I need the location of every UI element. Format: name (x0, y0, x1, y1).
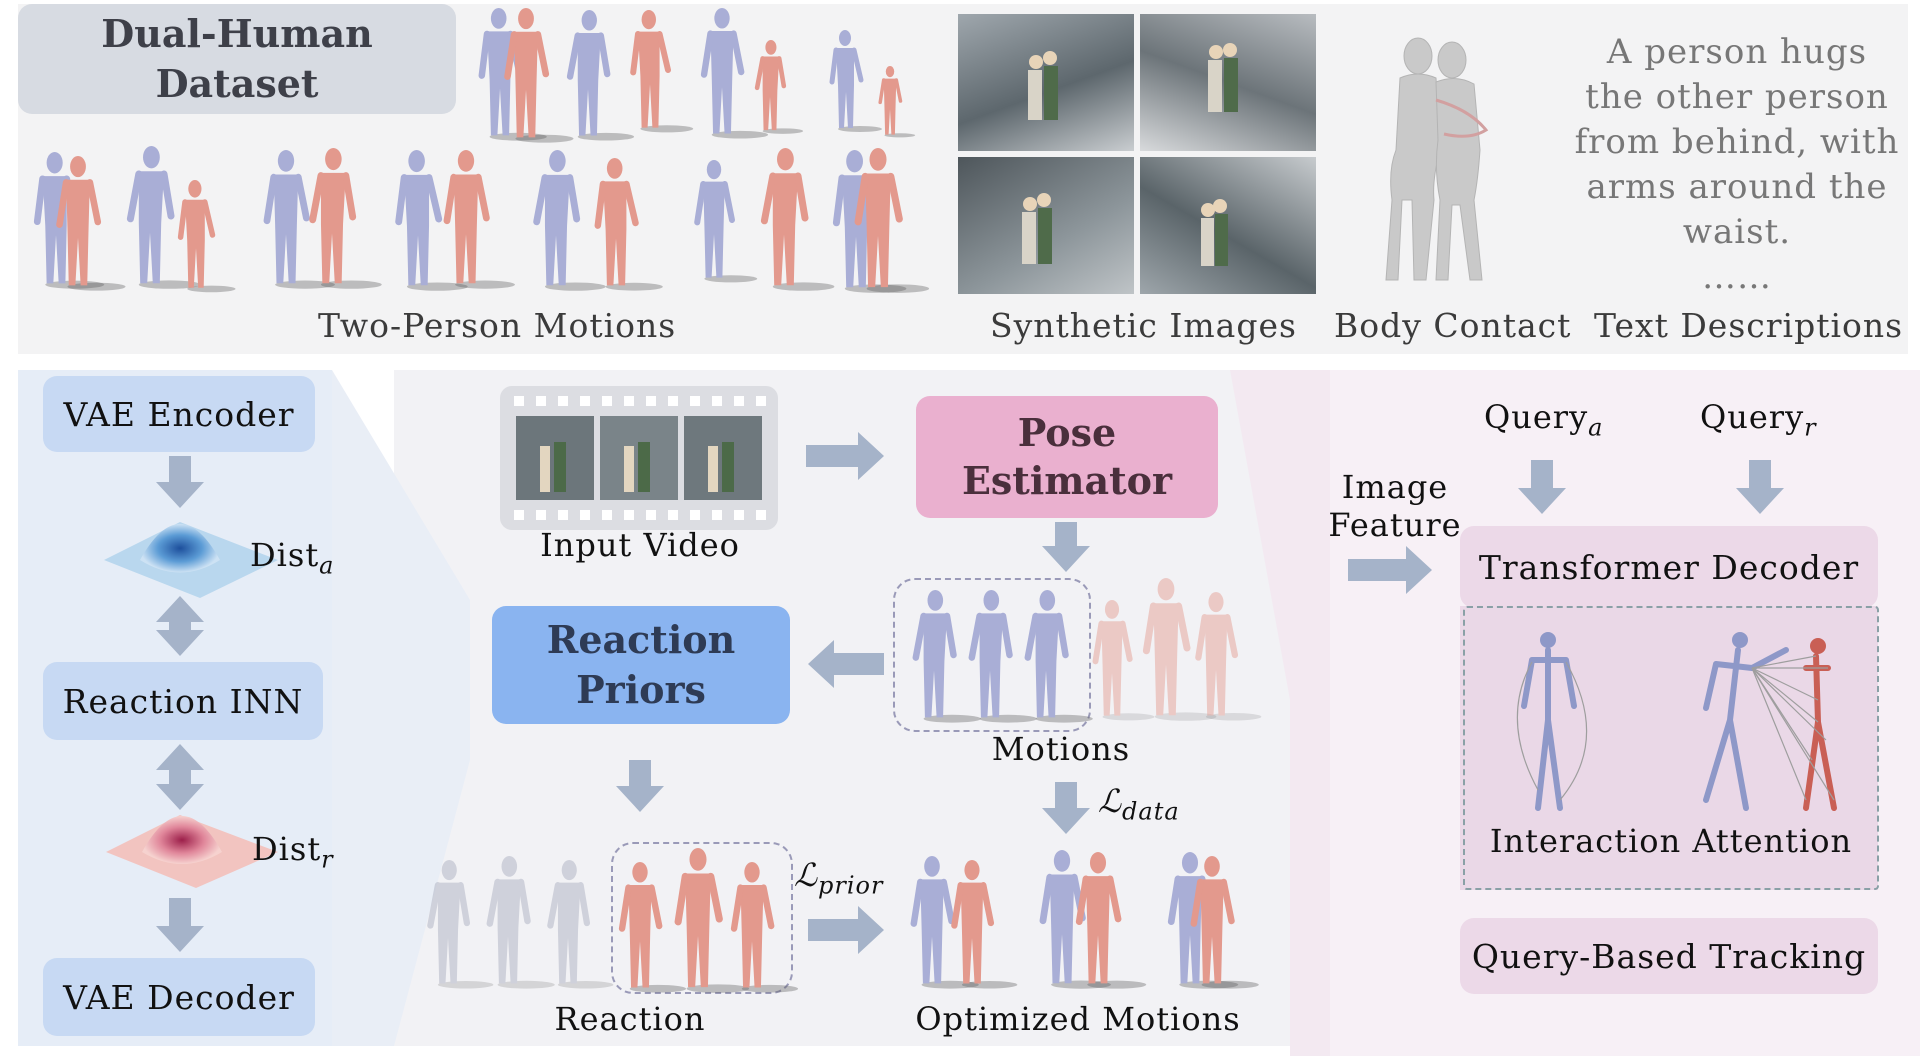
arrow-pose-to-motions (1042, 522, 1090, 572)
label-body-contact: Body Contact (1334, 306, 1572, 345)
reaction-figure-2 (674, 848, 750, 993)
bottom-figure-8 (443, 150, 515, 289)
image-feature-label: Image Feature (1328, 468, 1462, 544)
bottom-figure-14 (854, 148, 930, 293)
text-description: A person hugs the other person from behi… (1574, 30, 1900, 300)
arrow-inn-dist-r-up (156, 744, 204, 777)
vae-encoder-box: VAE Encoder (43, 376, 315, 452)
synthetic-image-people (1022, 43, 1238, 266)
arrow-dist-a-inn-down (156, 626, 204, 656)
motions-highlight-dashed (893, 578, 1091, 732)
top-figure-7 (829, 30, 882, 132)
motion-actor-2 (968, 590, 1037, 723)
motion-reactor-2 (1142, 578, 1217, 721)
reaction-highlight-dashed (611, 842, 793, 994)
bottom-figure-10 (594, 158, 663, 291)
label-two-person-motions: Two-Person Motions (318, 306, 677, 345)
transformer-decoder-box: Transformer Decoder (1460, 526, 1878, 608)
label-synthetic-images: Synthetic Images (990, 306, 1297, 345)
motion-actor-1 (912, 590, 981, 723)
reaction-ghost-2 (486, 856, 555, 989)
top-figure-5 (700, 8, 769, 139)
arrow-reaction-to-optimized (808, 906, 884, 954)
motion-actor-3 (1024, 590, 1093, 723)
bottom-figure-9 (533, 150, 606, 291)
top-figure-3 (566, 10, 635, 141)
arrow-dist-a-inn-up (156, 596, 204, 626)
bottom-figure-6 (309, 148, 382, 289)
top-figure-8 (878, 66, 916, 138)
optimized-figure-1 (910, 856, 979, 989)
arrow-query-a-down (1518, 460, 1566, 514)
interaction-attention-label: Interaction Attention (1489, 822, 1853, 860)
top-figure-6 (754, 40, 804, 134)
motions-label: Motions (991, 730, 1131, 768)
input-video-filmstrip (500, 386, 778, 530)
optimized-motions-label: Optimized Motions (915, 1000, 1241, 1038)
bottom-figure-12 (760, 148, 835, 291)
bottom-figure-11 (694, 160, 758, 283)
arrow-video-to-pose (806, 432, 884, 480)
motion-reactor-1 (1092, 600, 1155, 721)
optimized-figure-6 (1190, 856, 1259, 989)
query-a-label: Querya (1484, 398, 1604, 442)
top-figure-4 (630, 10, 694, 133)
query-based-tracking-box: Query-Based Tracking (1460, 918, 1878, 994)
bottom-figure-3 (126, 146, 201, 289)
filmstrip-frames (514, 396, 766, 520)
arrow-query-r-down (1736, 460, 1784, 514)
reaction-inn-box: Reaction INN (43, 662, 323, 740)
arrow-encoder-to-dist-a (156, 456, 204, 508)
reaction-figure-3 (730, 862, 799, 993)
dist-a-label: Dista (250, 536, 335, 580)
vae-decoder-box: VAE Decoder (43, 958, 315, 1036)
bottom-figure-2 (56, 156, 126, 291)
reaction-figure-1 (618, 862, 687, 993)
reaction-priors-box: Reaction Priors (492, 606, 790, 724)
arrow-dist-r-to-decoder (156, 898, 204, 952)
interaction-attention-area (1460, 606, 1878, 890)
reaction-label: Reaction (554, 1000, 706, 1038)
loss-prior-label: ℒprior (794, 856, 884, 900)
interaction-attention-dashed (1463, 606, 1879, 890)
arrow-motions-to-optimized (1042, 782, 1090, 834)
arrow-priors-to-reaction (616, 760, 664, 812)
optimized-figure-4 (1075, 852, 1147, 989)
pose-estimator-box: Pose Estimator (916, 396, 1218, 518)
bottom-figure-4 (177, 180, 236, 293)
bottom-figure-5 (263, 150, 335, 289)
query-r-label: Queryr (1700, 398, 1817, 442)
optimized-figure-2 (951, 860, 1018, 989)
reaction-ghost-1 (427, 860, 494, 989)
dist-r-label: Distr (252, 830, 334, 874)
arrow-image-feature (1348, 546, 1432, 594)
text-description-ellipsis: …… (1702, 257, 1772, 297)
motion-reactor-3 (1195, 592, 1262, 721)
bottom-figure-7 (395, 150, 468, 291)
reaction-ghost-3 (547, 860, 614, 989)
loss-data-label: ℒdata (1098, 782, 1180, 826)
arrow-motions-to-priors (808, 640, 884, 688)
optimized-figure-3 (1039, 850, 1111, 989)
input-video-label: Input Video (540, 526, 740, 564)
top-figure-2 (504, 7, 574, 143)
label-text-descriptions: Text Descriptions (1594, 306, 1904, 345)
arrow-inn-dist-r-down (156, 777, 204, 810)
dataset-title: Dual-Human Dataset (18, 4, 456, 114)
synthetic-images-grid (958, 14, 1316, 294)
